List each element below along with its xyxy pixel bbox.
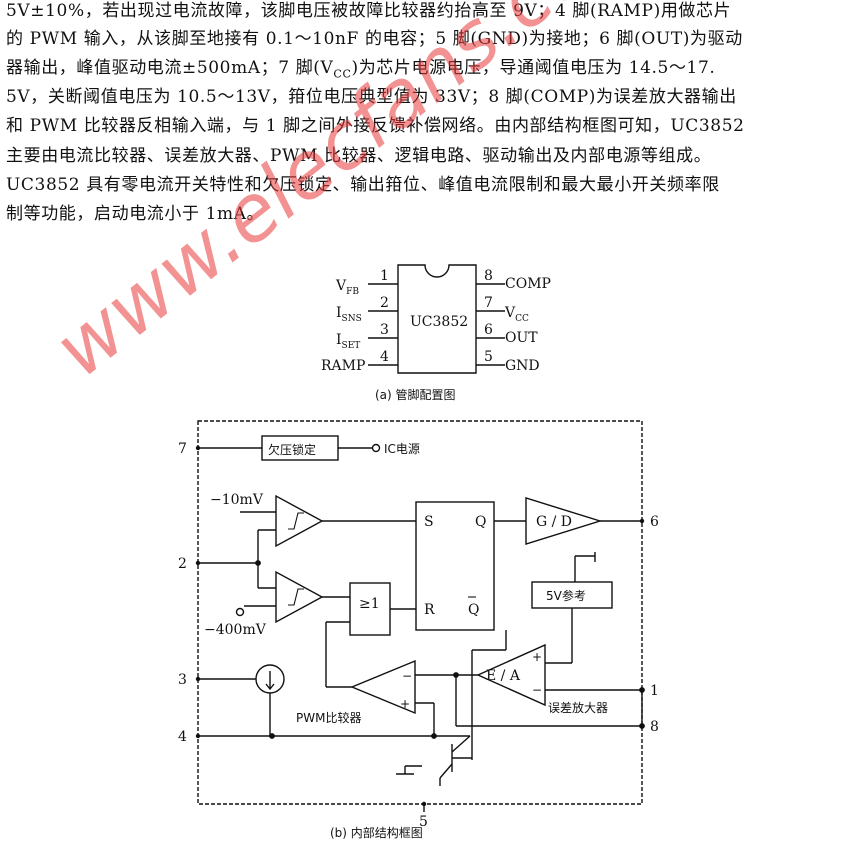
paragraph-line: UC3852 具有零电流开关特性和欠压锁定、输出箝位、峰值电流限制和最大最小开关… — [6, 175, 720, 195]
block-pin-8: 8 — [650, 719, 659, 735]
pin-name-vfb: VFB — [335, 278, 359, 297]
block-pin-7: 7 — [178, 441, 187, 457]
error-amp-label: E / A — [486, 668, 521, 684]
pin-number: 8 — [484, 268, 493, 284]
pinout-caption: (a) 管脚配置图 — [375, 387, 456, 402]
ref-5v-label: 5V参考 — [546, 588, 586, 603]
sr-latch — [415, 501, 495, 631]
pin-name-ramp: RAMP — [321, 358, 365, 374]
pin-name-gnd: GND — [505, 358, 540, 374]
watermark-logo: www.elecfans.com — [38, 0, 667, 395]
current-comparator-1 — [275, 494, 324, 548]
error-amplifier — [476, 643, 546, 707]
paragraph-line: 和 PWM 比较器反相输入端，与 1 脚之间外接反馈补偿网络。由内部结构框图可知… — [6, 116, 745, 136]
gate-driver-label: G / D — [536, 514, 572, 530]
block-pin-1: 1 — [650, 683, 659, 699]
pin-number: 6 — [484, 322, 493, 338]
pin-number: 1 — [380, 268, 389, 284]
paragraph-line: 5V，关断阈值电压为 10.5～13V，箝位电压典型值为 33V；8 脚(COM… — [6, 87, 737, 107]
current-comparator-2 — [275, 570, 324, 624]
latch-s-label: S — [424, 514, 434, 530]
pin-number: 7 — [484, 295, 493, 311]
chip-outline — [197, 420, 643, 805]
vref-minus10-label: −10mV — [210, 492, 264, 508]
pin-name-iset: ISET — [336, 332, 360, 351]
pin-name-comp: COMP — [505, 276, 551, 292]
block-pin-2: 2 — [178, 556, 187, 572]
block-diagram — [197, 420, 645, 812]
or-gate-label: ≥1 — [359, 596, 380, 612]
block-caption: (b) 内部结构框图 — [330, 825, 423, 840]
pwm-comparator — [350, 659, 416, 715]
block-pin-4: 4 — [178, 729, 187, 745]
block-pin-3: 3 — [178, 672, 187, 688]
ic-power-label: IC电源 — [384, 442, 420, 456]
pin-number: 3 — [380, 322, 389, 338]
error-amp-plus: + — [532, 650, 542, 664]
gate-driver — [525, 497, 603, 545]
vref-minus400-label: −400mV — [204, 622, 267, 638]
pin-number: 4 — [380, 349, 389, 365]
pin-number: 2 — [380, 295, 389, 311]
chip-body — [397, 264, 477, 374]
pin-name-out: OUT — [505, 330, 538, 346]
latch-q-label: Q — [475, 514, 486, 530]
block-pin-6: 6 — [650, 514, 659, 530]
pwm-comp-minus: − — [402, 669, 412, 683]
paragraph-line: 器输出，峰值驱动电流±500mA；7 脚(VCC)为芯片电源电压，导通阈值电压为… — [6, 58, 716, 81]
block-pin-dots — [195, 445, 645, 807]
latch-r-label: R — [424, 602, 435, 618]
block-pin-5: 5 — [419, 814, 428, 830]
error-amp-name: 误差放大器 — [548, 700, 608, 715]
pinout-diagram — [368, 264, 505, 374]
latch-qbar-label: Q — [468, 602, 479, 618]
pwm-comp-plus: + — [400, 697, 410, 711]
ic-power-terminal — [371, 443, 381, 453]
chip-label: UC3852 — [410, 314, 468, 330]
pin-name-vcc: VCC — [504, 305, 529, 324]
pin-name-isns: ISNS — [336, 305, 362, 324]
uvlo-label: 欠压锁定 — [268, 442, 316, 457]
pwm-comp-name: PWM比较器 — [296, 710, 361, 725]
paragraph-line: 5V±10%，若出现过电流故障，该脚电压被故障比较器约抬高至 9V；4 脚(RA… — [6, 1, 732, 21]
error-amp-minus: − — [532, 683, 542, 697]
paragraph-line: 主要由电流比较器、误差放大器、PWM 比较器、逻辑电路、驱动输出及内部电源等组成… — [6, 146, 712, 166]
paragraph-line: 制等功能，启动电流小于 1mA。 — [6, 204, 265, 224]
paragraph-line: 的 PWM 输入，从该脚至地接有 0.1～10nF 的电容；5 脚(GND)为接… — [6, 29, 743, 49]
pin-number: 5 — [484, 349, 493, 365]
